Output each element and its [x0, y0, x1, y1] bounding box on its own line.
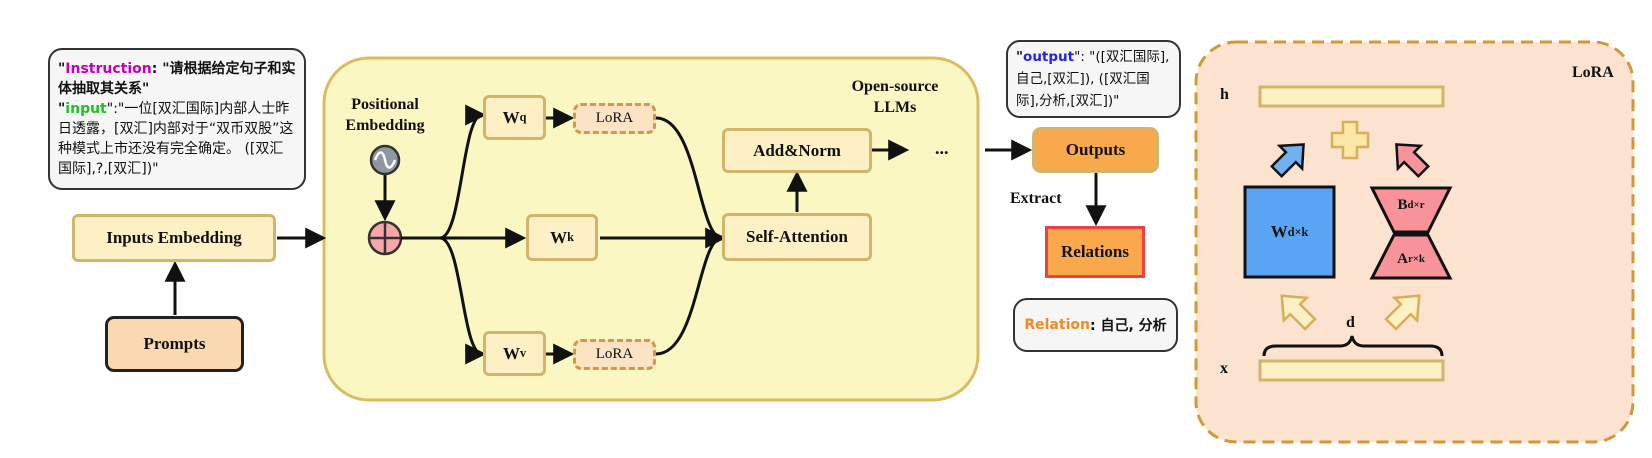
- sine-wave-icon: [369, 144, 401, 176]
- lora-bottom-box: LoRA: [573, 339, 656, 370]
- b-matrix-sub: d×r: [1407, 199, 1425, 211]
- relations-label: Relations: [1061, 242, 1129, 261]
- w-matrix: [1243, 185, 1336, 279]
- outputs-label: Outputs: [1065, 140, 1126, 159]
- prompts-label: Prompts: [143, 334, 206, 353]
- x-label: x: [1220, 360, 1228, 377]
- b-matrix: [1369, 186, 1453, 234]
- wv-base: W: [502, 343, 520, 363]
- lora-top-label: LoRA: [595, 110, 634, 126]
- arrow-ba-to-h-icon: [1395, 143, 1431, 179]
- ellipsis-label: ...: [935, 138, 949, 158]
- w-matrix-base: W: [1270, 222, 1288, 241]
- input-text: ":"一位[双汇国际]内部人士昨日透露，[双汇]内部对于“双币双股”这种模式上市…: [58, 101, 294, 177]
- lora-panel-title: LoRA: [1572, 64, 1614, 81]
- wq-sub: q: [519, 110, 527, 124]
- lora-top-box: LoRA: [573, 103, 656, 134]
- w-matrix-sub: d×k: [1287, 224, 1309, 239]
- instruction-note: "Instruction: "请根据给定句子和实体抽取其关系" "input":…: [48, 48, 306, 190]
- arrow-w-to-h-icon: [1269, 143, 1305, 179]
- output-key: output: [1023, 49, 1075, 65]
- relation-text: : 自己, 分析: [1089, 318, 1167, 334]
- wk-base: W: [550, 227, 568, 247]
- input-key: input: [65, 101, 107, 117]
- wk-sub: k: [567, 230, 574, 244]
- arrow-x-to-a-icon: [1384, 294, 1421, 331]
- add-circle-icon: [367, 220, 403, 256]
- outputs-box: Outputs: [1032, 127, 1159, 173]
- a-matrix: [1369, 233, 1453, 280]
- arrow-to-wv: [439, 236, 487, 365]
- arrow-x-to-w-icon: [1280, 294, 1317, 331]
- d-label: d: [1346, 314, 1355, 331]
- wv-sub: v: [519, 346, 527, 360]
- arrow-to-wq: [439, 104, 487, 240]
- arrow-lora-bottom-to-attn: [655, 236, 723, 356]
- add-norm-label: Add&Norm: [753, 140, 841, 160]
- add-norm-box: Add&Norm: [722, 128, 872, 173]
- self-attention-box: Self-Attention: [722, 213, 872, 261]
- instruction-text: : "请根据给定句子和实体抽取其关系": [58, 61, 296, 97]
- a-matrix-base: A: [1397, 250, 1408, 267]
- lora-bottom-label: LoRA: [595, 346, 634, 362]
- extract-label: Extract: [1010, 190, 1062, 207]
- a-matrix-sub: r×k: [1407, 253, 1425, 265]
- relation-note: Relation: 自己, 分析: [1013, 298, 1178, 352]
- relation-key: Relation: [1024, 317, 1090, 333]
- prompts-box: Prompts: [105, 316, 244, 372]
- relations-box: Relations: [1045, 226, 1145, 278]
- h-label: h: [1220, 86, 1229, 103]
- output-note: "output": "([双汇国际],自己,[双汇]), ([双汇国际],分析,…: [1006, 40, 1181, 118]
- d-brace: [1262, 335, 1444, 357]
- positional-embedding-label: Positional Embedding: [345, 96, 425, 134]
- open-source-llms-label: Open-source LLMs: [851, 78, 939, 116]
- b-matrix-base: B: [1397, 196, 1408, 213]
- instruction-key: Instruction: [65, 61, 152, 77]
- self-attention-label: Self-Attention: [746, 227, 848, 246]
- wq-base: W: [502, 107, 520, 127]
- arrow-lora-top-to-attn: [655, 116, 727, 249]
- plus-icon: [1330, 120, 1370, 160]
- inputs-embedding-box: Inputs Embedding: [72, 214, 276, 262]
- output-text: ": "([双汇国际],自己,[双汇]), ([双汇国际],分析,[双汇])": [1016, 49, 1170, 109]
- h-bar: [1258, 85, 1445, 108]
- inputs-embedding-label: Inputs Embedding: [106, 228, 242, 247]
- x-bar: [1258, 359, 1445, 382]
